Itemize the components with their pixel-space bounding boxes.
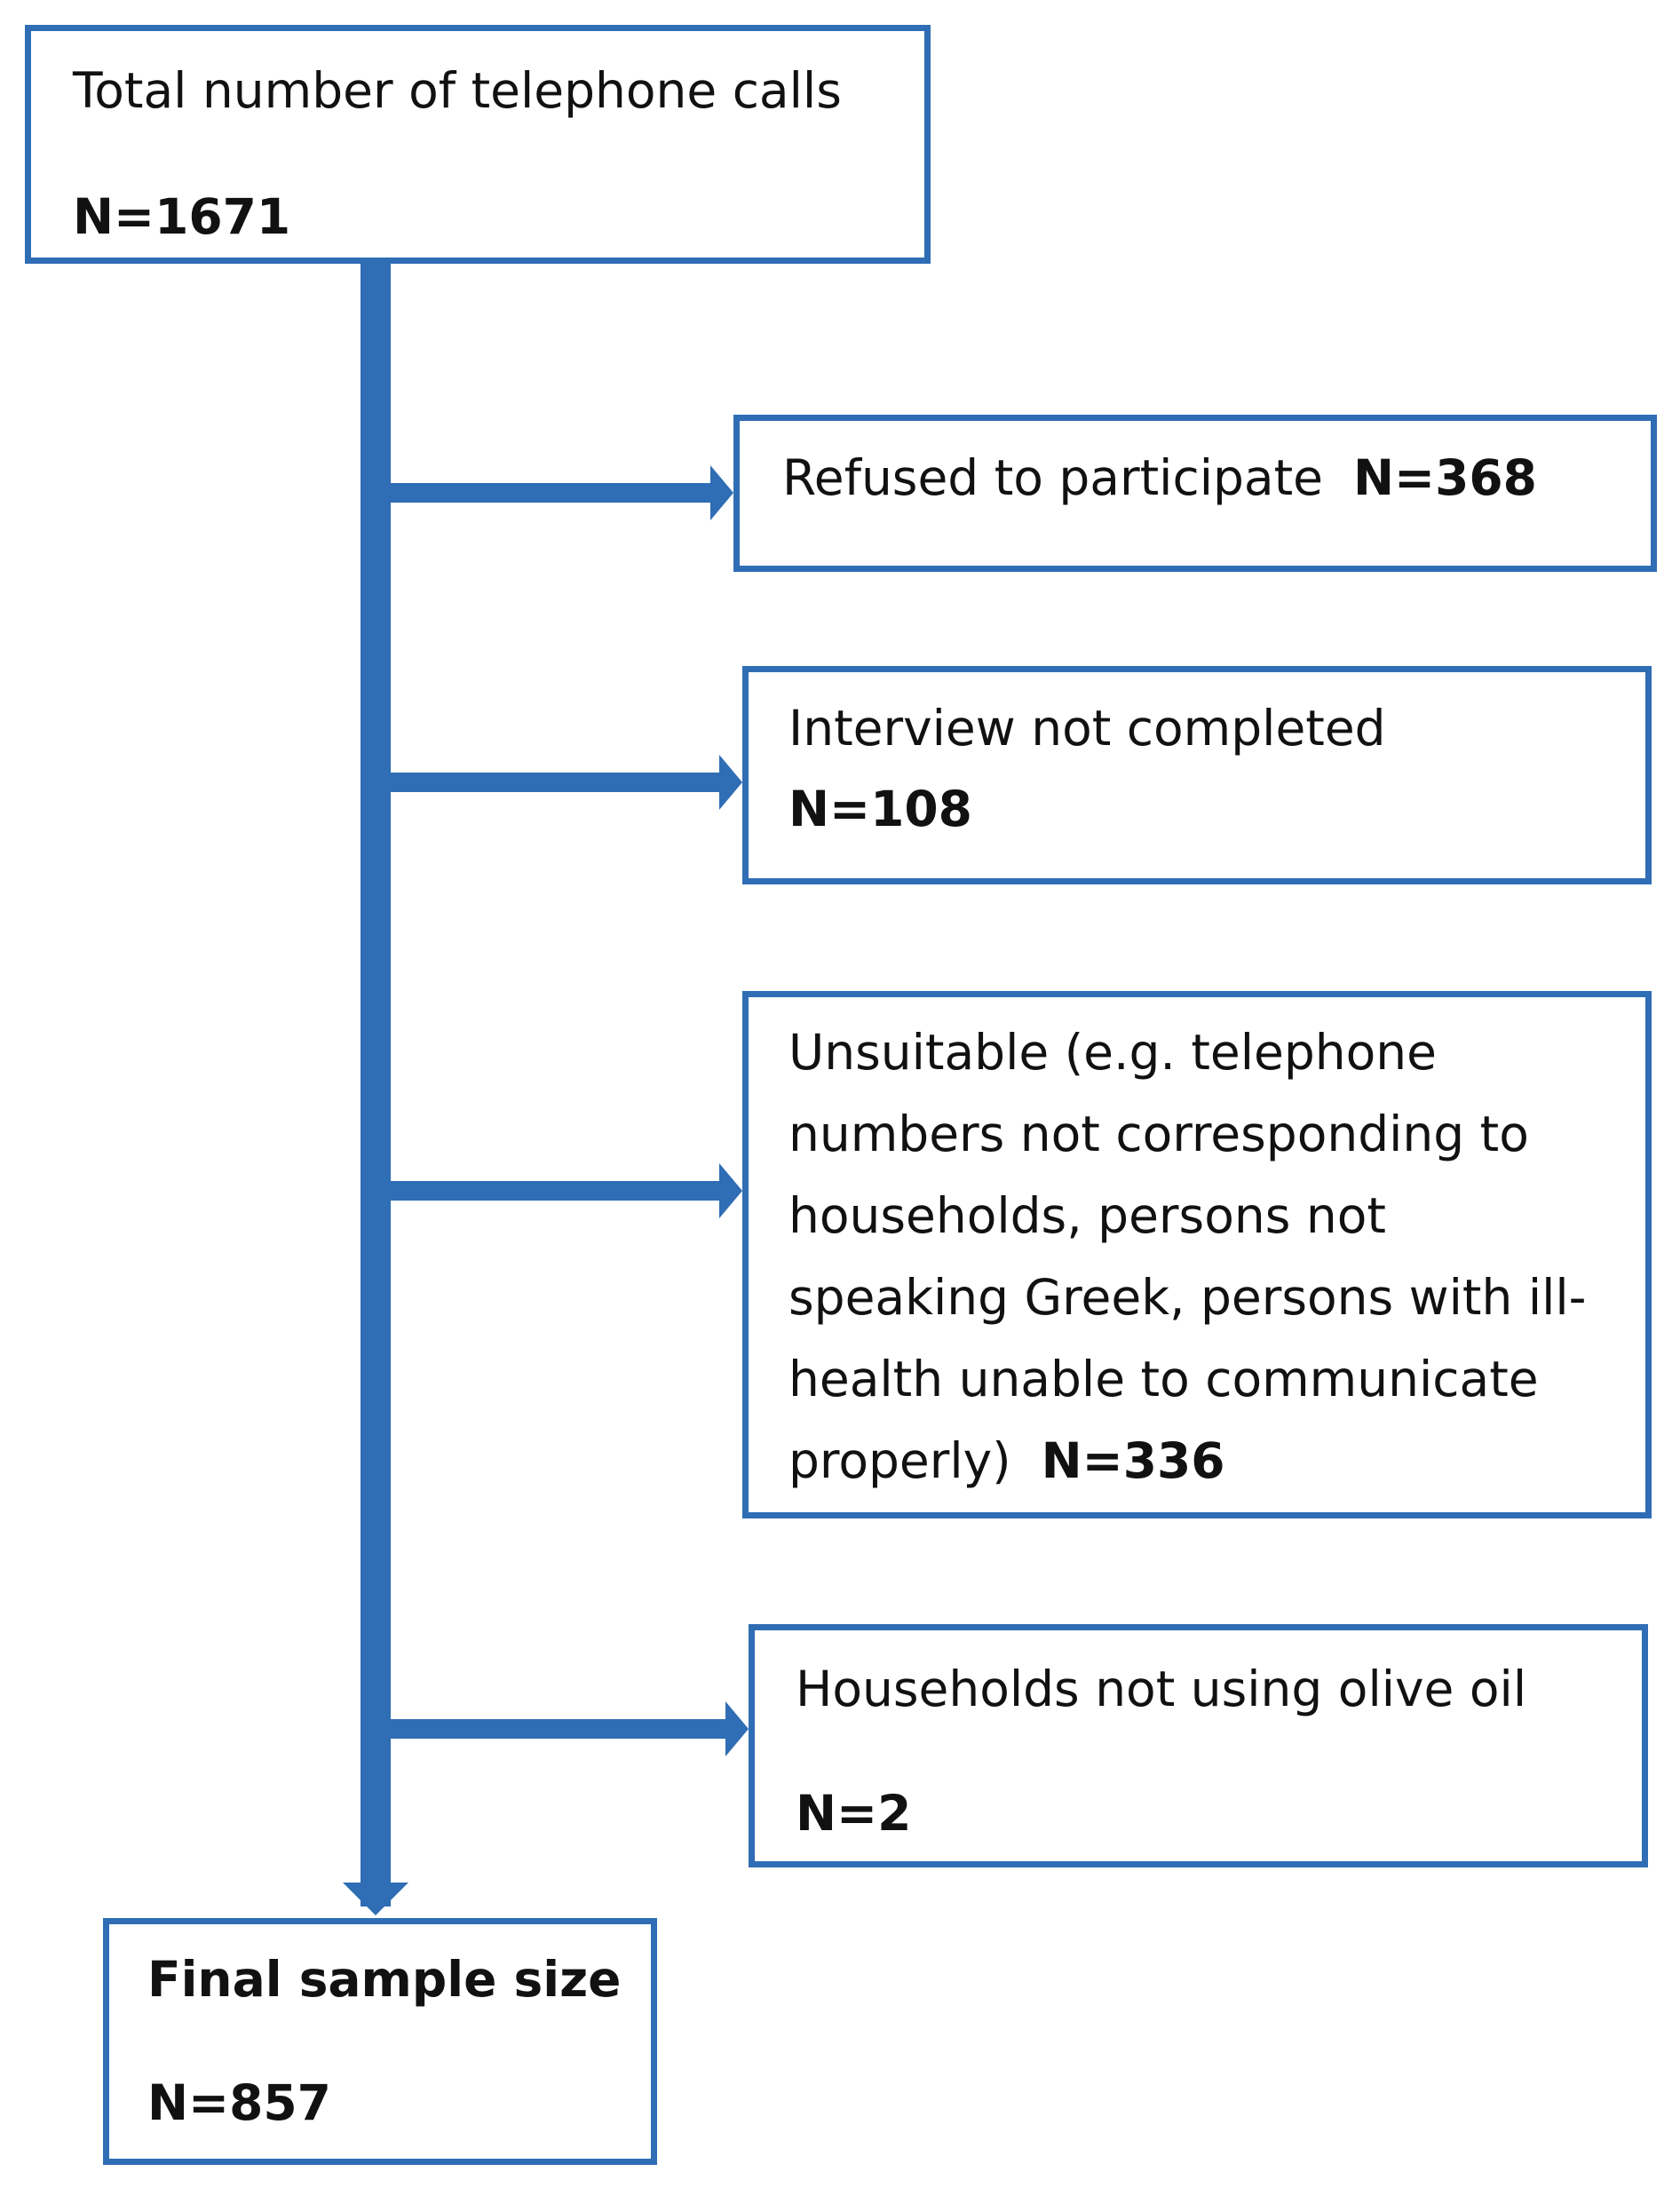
refused-box [733, 415, 1657, 572]
total-calls-count: N=1671 [73, 188, 291, 245]
arrowhead-interview [719, 755, 742, 810]
refused-label: Refused to participate [782, 449, 1324, 506]
total-calls-label: Total number of telephone calls [73, 62, 842, 119]
unsuitable-last-line: properly) N=336 [788, 1420, 1641, 1502]
unsuitable-line: households, persons not [788, 1187, 1386, 1244]
arrowhead-refused [710, 465, 733, 520]
refused-count: N=368 [1353, 449, 1537, 506]
no-olive-oil-box [749, 1624, 1648, 1867]
branch-line-unsuitable [391, 1181, 723, 1201]
no-olive-oil-label: Households not using olive oil [796, 1661, 1527, 1717]
unsuitable-line: health unable to communicate [788, 1351, 1539, 1407]
arrowhead-unsuitable [719, 1163, 742, 1218]
interview-not-completed-label: Interview not completed [788, 700, 1386, 757]
unsuitable-line: speaking Greek, persons with ill- [788, 1269, 1587, 1326]
final-sample-label: Final sample size [147, 1951, 622, 2008]
unsuitable-line: numbers not corresponding to [788, 1106, 1529, 1162]
unsuitable-line: Unsuitable (e.g. telephone [788, 1024, 1437, 1081]
main-flow-line [361, 264, 391, 1907]
unsuitable-text: Unsuitable (e.g. telephone numbers not c… [788, 1011, 1641, 1502]
arrowhead-to-final [343, 1883, 408, 1915]
unsuitable-line: properly) [788, 1432, 1011, 1489]
total-calls-box [25, 25, 931, 264]
no-olive-oil-count: N=2 [796, 1785, 912, 1842]
branch-line-refused [391, 483, 714, 503]
interview-not-completed-box [742, 666, 1652, 884]
unsuitable-count: N=336 [1041, 1432, 1225, 1489]
final-sample-box [103, 1918, 657, 2165]
refused-text: Refused to participate N=368 [782, 437, 1537, 519]
arrowhead-households [725, 1701, 749, 1756]
interview-not-completed-count: N=108 [788, 781, 972, 837]
branch-line-interview [391, 773, 723, 792]
final-sample-count: N=857 [147, 2074, 331, 2131]
unsuitable-box [742, 991, 1652, 1518]
branch-line-households [391, 1719, 729, 1739]
